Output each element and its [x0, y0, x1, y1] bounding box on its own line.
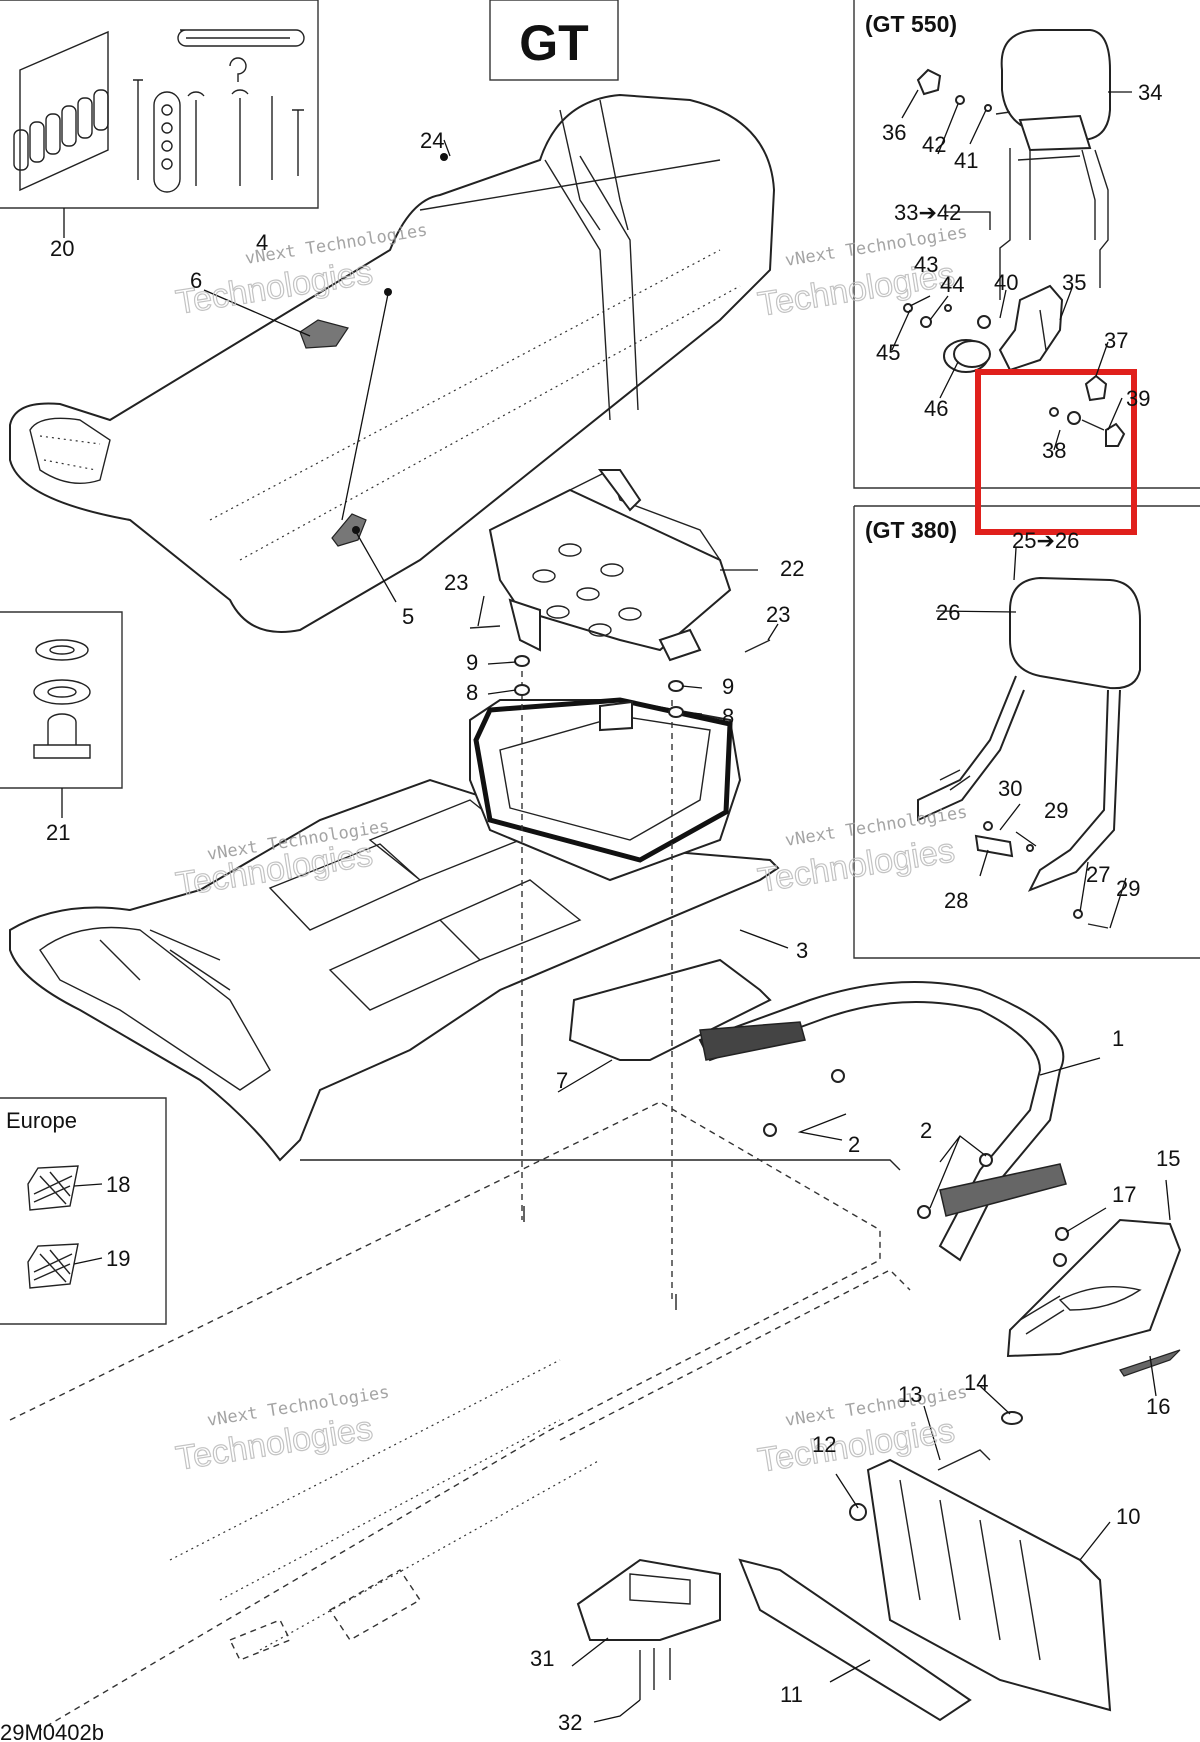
figure-code: 29M0402b: [0, 1720, 104, 1742]
callout-23: 23: [444, 570, 468, 595]
callout-8: 8: [466, 680, 478, 705]
callout-21: 21: [46, 820, 70, 845]
callout-19: 19: [106, 1246, 130, 1271]
callout-30: 30: [998, 776, 1022, 801]
callout-6: 6: [190, 268, 202, 293]
europe-label: Europe: [6, 1108, 77, 1133]
callout-25-26: 25➔26: [1012, 528, 1079, 553]
callout-28: 28: [944, 888, 968, 913]
callout-13: 13: [898, 1382, 922, 1407]
fasteners: [514, 655, 684, 1310]
callout-38: 38: [1042, 438, 1066, 463]
callout-14: 14: [964, 1370, 988, 1395]
callout-22: 22: [780, 556, 804, 581]
callout-43: 43: [914, 252, 938, 277]
gt380-inset: (GT 380): [853, 505, 1200, 959]
diagram-title: GT: [519, 15, 588, 71]
callout-36: 36: [882, 120, 906, 145]
callout-5: 5: [402, 604, 414, 629]
grab-handle: [698, 981, 1067, 1262]
side-trim: [1006, 1218, 1182, 1377]
gt550-label: (GT 550): [865, 11, 957, 37]
callout-41: 41: [954, 148, 978, 173]
callout-2: 2: [848, 1132, 860, 1157]
callout-46: 46: [924, 396, 948, 421]
callout-45: 45: [876, 340, 900, 365]
callout-9: 9: [722, 674, 734, 699]
callout-44: 44: [940, 272, 964, 297]
callout-29: 29: [1044, 798, 1068, 823]
callout-3: 3: [796, 938, 808, 963]
callout-8: 8: [722, 704, 734, 729]
callout-15: 15: [1156, 1146, 1180, 1171]
callout-7: 7: [556, 1068, 568, 1093]
callout-18: 18: [106, 1172, 130, 1197]
callouts: 1 2 2 3 4 5 6 7 8 8 9 9 10 11 12 13 14 1…: [46, 80, 1180, 1735]
callout-34: 34: [1138, 80, 1162, 105]
callout-40: 40: [994, 270, 1018, 295]
chassis-tray: [9, 697, 901, 1171]
callout-33-42: 33➔42: [894, 200, 961, 225]
callout-24: 24: [420, 128, 444, 153]
toolkit-inset: [0, 0, 319, 209]
callout-20: 20: [50, 236, 74, 261]
callout-1: 1: [1112, 1026, 1124, 1051]
callout-2: 2: [920, 1118, 932, 1143]
gt380-label: (GT 380): [865, 517, 957, 543]
callout-39: 39: [1126, 386, 1150, 411]
callout-11: 11: [780, 1682, 803, 1707]
callout-27: 27: [1086, 862, 1110, 887]
title-box: GT: [489, 0, 619, 81]
highlight-box: [975, 369, 1137, 535]
callout-29: 29: [1116, 876, 1140, 901]
callout-4: 4: [256, 230, 268, 255]
callout-12: 12: [812, 1432, 836, 1457]
callout-42: 42: [922, 132, 946, 157]
callout-16: 16: [1146, 1394, 1170, 1419]
grommet-inset: [0, 611, 123, 789]
tunnel-protector: [576, 1558, 721, 1700]
callout-17: 17: [1112, 1182, 1136, 1207]
snowflap-assembly: [738, 1411, 1112, 1722]
callout-10: 10: [1116, 1504, 1140, 1529]
seat-assembly: [9, 93, 776, 633]
support-bracket: [469, 469, 771, 662]
leader-lines: [61, 89, 1171, 1723]
callout-32: 32: [558, 1710, 582, 1735]
gt550-inset: (GT 550): [853, 0, 1200, 489]
callout-37: 37: [1104, 328, 1128, 353]
callout-9: 9: [466, 650, 478, 675]
callout-23: 23: [766, 602, 790, 627]
callout-31: 31: [530, 1646, 554, 1671]
europe-inset: Europe: [0, 1097, 167, 1325]
callout-35: 35: [1062, 270, 1086, 295]
tunnel-outline: [9, 660, 911, 1731]
callout-26: 26: [936, 600, 960, 625]
